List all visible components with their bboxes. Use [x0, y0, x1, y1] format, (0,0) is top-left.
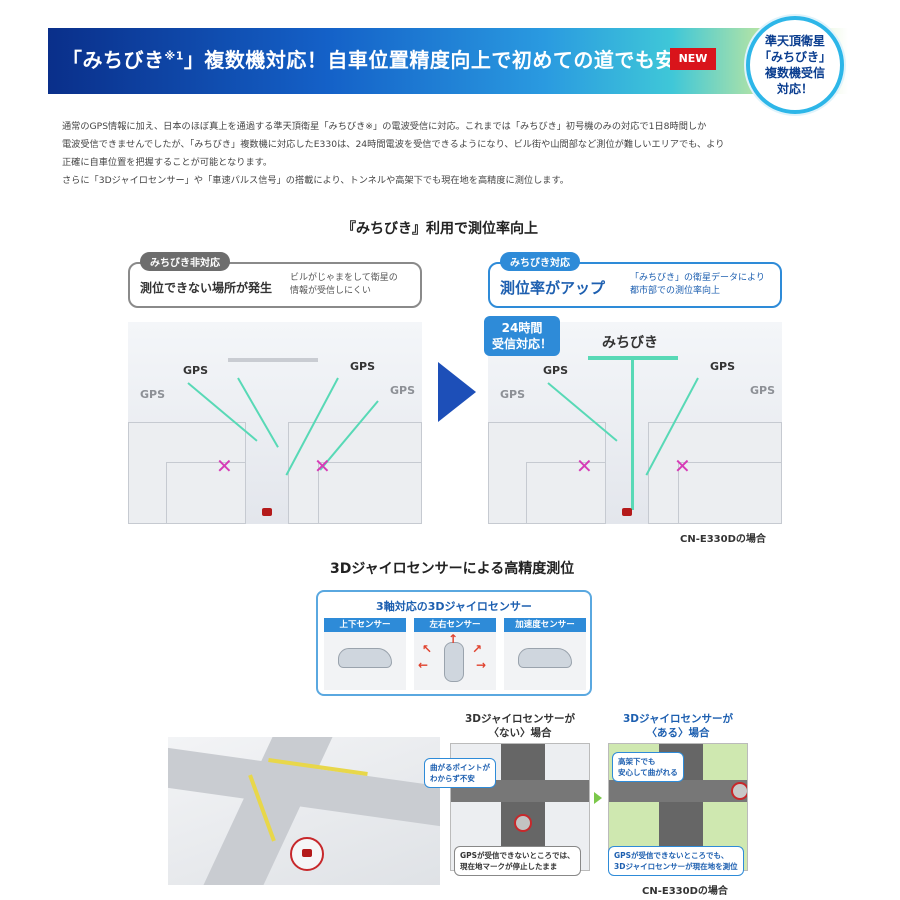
scene-without-michibiki: ✕ ✕ GPS GPS GPS GPS	[128, 322, 422, 524]
gyro-panel-title: 3軸対応の3Dジャイロセンサー	[376, 600, 532, 613]
intro-line: 正確に自車位置を把握することが可能となります。	[62, 157, 273, 168]
note-without-top: 曲がるポイントが わからず不安	[424, 758, 496, 788]
car-top-icon	[444, 642, 464, 682]
intro-paragraph: 通常のGPS情報に加え、日本のほぼ真上を通過する準天頂衛星「みちびき※」の電波受…	[62, 118, 852, 190]
note-with-top: 高架下でも 安心して曲がれる	[612, 752, 684, 782]
sensor-leftright: 左右センサー ↖ ↗ ← → ↑	[414, 618, 496, 690]
callout-without: みちびき非対応 測位できない場所が発生 ビルがじゃまをして衛星の 情報が受信しに…	[128, 252, 422, 308]
callout-sub: ビルがじゃまをして衛星の 情報が受信しにくい	[290, 273, 398, 296]
car-marker	[262, 508, 272, 516]
intro-line: 通常のGPS情報に加え、日本のほぼ真上を通過する準天頂衛星「みちびき※」の電波受…	[62, 121, 707, 132]
x-mark-icon: ✕	[576, 454, 593, 478]
gps-label: GPS	[390, 384, 416, 397]
car-marker	[302, 849, 312, 857]
callout-sub: 「みちびき」の衛星データにより 都市部での測位率向上	[630, 273, 765, 296]
badge-24h: 24時間 受信対応！	[484, 316, 561, 356]
position-marker-icon	[514, 814, 532, 832]
gps-label: GPS	[183, 364, 209, 377]
gps-label: GPS	[543, 364, 569, 377]
label-with-gyro: 3Dジャイロセンサーが 〈ある〉場合	[623, 713, 733, 739]
michibiki-satellite-gray	[228, 358, 318, 362]
gyro-panel: 3軸対応の3Dジャイロセンサー 上下センサー 左右センサー ↖ ↗ ← → ↑ …	[316, 590, 592, 696]
new-badge: NEW	[670, 48, 716, 70]
satellite-badge-line: 準天頂衛星	[764, 34, 825, 48]
car-icon	[338, 648, 392, 668]
position-marker-icon	[731, 782, 747, 800]
callout-main: 測位できない場所が発生	[140, 281, 273, 295]
satellite-badge-line: 「みちびき」	[758, 50, 831, 64]
gps-label: GPS	[140, 388, 166, 401]
intro-line: 電波受信できませんでしたが、「みちびき」複数機に対応したE330は、24時間電波…	[62, 139, 725, 150]
car-icon	[518, 648, 572, 668]
sensor-updown: 上下センサー	[324, 618, 406, 690]
arrow-icon: →	[476, 658, 487, 672]
sensor-label: 上下センサー	[324, 618, 406, 632]
michibiki-label: みちびき	[602, 335, 658, 351]
x-mark-icon: ✕	[216, 454, 233, 478]
car-marker	[622, 508, 632, 516]
sensor-label: 左右センサー	[414, 618, 496, 632]
michibiki-beam	[631, 360, 634, 510]
arrow-icon: ↖	[422, 642, 433, 656]
arrow-icon: ↗	[472, 642, 483, 656]
location-circle-icon	[290, 837, 324, 871]
x-mark-icon: ✕	[674, 454, 691, 478]
x-mark-icon: ✕	[314, 454, 331, 478]
banner-title: 「みちびき※1」複数機対応！自車位置精度向上で初めての道でも安心	[62, 48, 697, 72]
sensor-acceleration: 加速度センサー	[504, 618, 586, 690]
callout-tab: みちびき非対応	[140, 252, 230, 271]
intro-line: さらに「3Dジャイロセンサー」や「車速パルス信号」の搭載により、トンネルや高架下…	[62, 175, 569, 186]
building	[318, 462, 422, 524]
arrow-right-icon	[438, 362, 476, 422]
note-with-bottom: GPSが受信できないところでも、 3Dジャイロセンサーが現在地を測位	[608, 846, 744, 876]
satellite-badge: 準天頂衛星 「みちびき」 複数機受信 対応！	[746, 16, 844, 114]
note-without-bottom: GPSが受信できないところでは、 現在地マークが停止したまま	[454, 846, 581, 876]
arrow-icon: ←	[418, 658, 429, 672]
scene-with-michibiki: ✕ ✕ GPS GPS GPS GPS みちびき	[488, 322, 782, 524]
callout-tab: みちびき対応	[500, 252, 580, 271]
model-note: CN-E330Dの場合	[680, 534, 766, 545]
callout-main: 測位率がアップ	[500, 279, 606, 297]
model-note: CN-E330Dの場合	[642, 886, 728, 897]
map-road	[609, 780, 747, 802]
gps-label: GPS	[710, 360, 736, 373]
michibiki-satellite	[588, 356, 678, 360]
satellite-badge-line: 複数機受信	[764, 66, 825, 80]
intersection-illustration	[168, 737, 440, 885]
gps-label: GPS	[500, 388, 526, 401]
arrow-icon: ↑	[448, 632, 459, 646]
building	[526, 462, 606, 524]
sensor-label: 加速度センサー	[504, 618, 586, 632]
satellite-badge-line: 対応！	[776, 82, 813, 96]
label-without-gyro: 3Dジャイロセンサーが 〈ない〉場合	[465, 713, 575, 739]
gps-label: GPS	[350, 360, 376, 373]
section-title-gyro: 3Dジャイロセンサーによる高精度測位	[330, 561, 575, 577]
gps-label: GPS	[750, 384, 776, 397]
section-title-michibiki: 『みちびき』利用で測位率向上	[342, 221, 538, 237]
arrow-right-icon	[594, 792, 602, 804]
building	[166, 462, 246, 524]
building	[678, 462, 782, 524]
callout-with: みちびき対応 測位率がアップ 「みちびき」の衛星データにより 都市部での測位率向…	[488, 252, 782, 308]
